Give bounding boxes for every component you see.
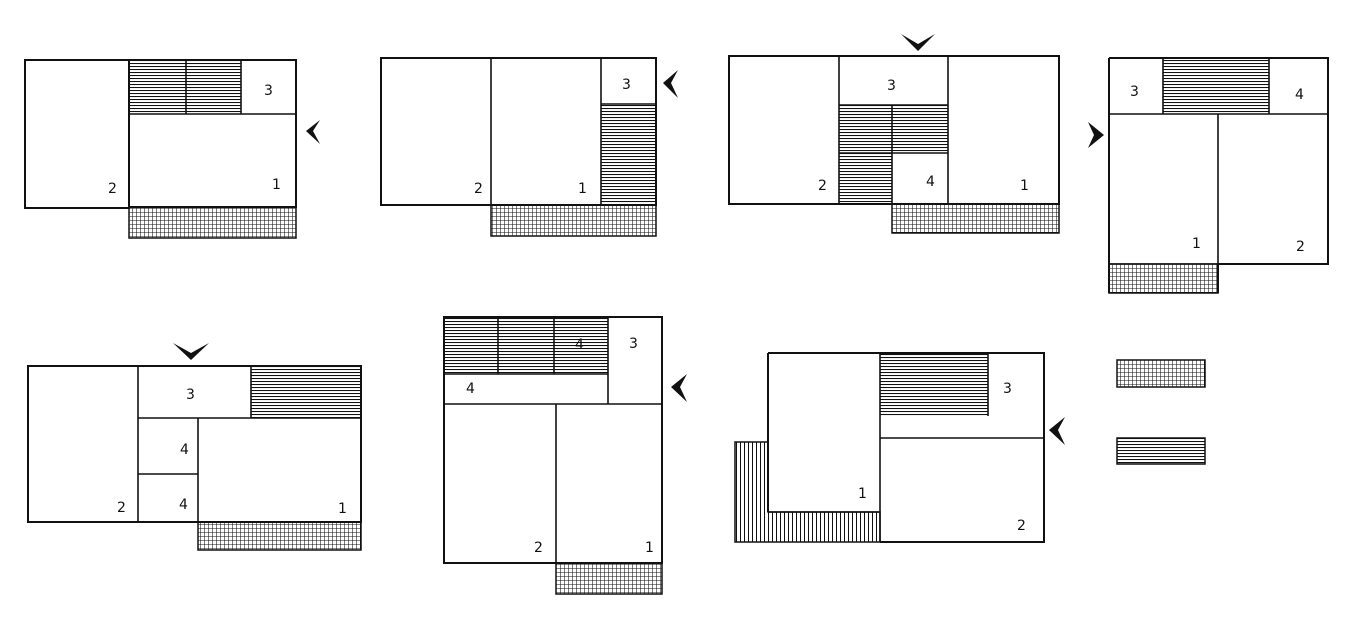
legend-swatch-grid-hatch: [1116, 359, 1206, 388]
plan-c-entry-arrow-icon: [901, 34, 935, 51]
plan-b-entry-arrow-icon: [663, 70, 678, 98]
plan-f-hatch-top: [444, 317, 608, 374]
plan-g-hatch-top: [880, 353, 988, 416]
plan-a-label-3: 3: [264, 83, 273, 99]
plan-b-label-3: 3: [622, 77, 631, 93]
plan-f-label-2: 2: [534, 540, 543, 556]
plan-c: 1 2 3 4: [728, 34, 1060, 234]
plan-e-outline: [27, 365, 362, 523]
plan-b: 1 2 3: [380, 57, 678, 237]
plan-c-hatch-mid: [839, 105, 948, 153]
plan-c-label-3: 3: [887, 78, 896, 94]
plan-a-entry-arrow-icon: [306, 120, 320, 144]
plan-e-hatch-top: [251, 366, 361, 418]
plan-b-label-2: 2: [474, 181, 483, 197]
plan-b-outline: [380, 57, 657, 206]
plan-e-label-3: 3: [186, 387, 195, 403]
plan-a-hatch-bottom: [128, 206, 297, 239]
plan-b-hatch-bottom: [490, 204, 657, 237]
legend: [1116, 359, 1206, 465]
plan-d-label-3: 3: [1130, 84, 1139, 100]
plan-a: 1 2 3: [24, 59, 320, 239]
plan-f-outline: [443, 316, 663, 564]
plan-g: 1 2 3: [734, 352, 1065, 543]
plan-d-outline: [1108, 57, 1329, 293]
plan-f-label-3: 3: [629, 336, 638, 352]
plan-f: 1 2 3 4 4: [443, 316, 687, 595]
plan-d-entry-arrow-icon: [1088, 122, 1104, 148]
plan-e-label-1: 1: [338, 501, 347, 517]
plan-d-hatch-bottom: [1108, 263, 1219, 294]
plan-g-outline: [767, 352, 1045, 543]
plan-a-label-2: 2: [108, 181, 117, 197]
plan-c-hatch-lower: [839, 153, 892, 204]
plan-c-label-4: 4: [926, 174, 935, 190]
plan-e: 1 2 3 4 4: [27, 343, 362, 551]
plan-d-label-4: 4: [1295, 87, 1304, 103]
plan-a-outline-main: [128, 59, 297, 208]
plan-d-label-1: 1: [1192, 236, 1201, 252]
plan-f-label-4b: 4: [466, 381, 475, 397]
plan-g-label-2: 2: [1017, 518, 1026, 534]
plan-d-hatch-top: [1163, 58, 1269, 114]
plan-e-label-4a: 4: [180, 442, 189, 458]
plan-f-label-4a: 4: [575, 337, 584, 353]
plan-e-label-4b: 4: [179, 497, 188, 513]
plan-a-hatch-top: [129, 60, 241, 114]
plan-g-label-3: 3: [1003, 381, 1012, 397]
legend-swatch-horizontal-hatch: [1116, 437, 1206, 465]
plan-e-label-2: 2: [117, 500, 126, 516]
plan-g-label-1: 1: [858, 486, 867, 502]
plan-f-hatch-bottom: [555, 562, 663, 595]
plan-c-label-1: 1: [1020, 178, 1029, 194]
plan-d-label-2: 2: [1296, 239, 1305, 255]
plan-e-entry-arrow-icon: [173, 343, 209, 360]
plan-b-hatch-right: [601, 104, 656, 205]
plan-d: 1 2 3 4: [1088, 57, 1329, 294]
plan-c-outline: [728, 55, 1060, 205]
plan-g-entry-arrow-icon: [1049, 417, 1065, 445]
plan-f-entry-arrow-icon: [671, 374, 687, 402]
plan-f-label-1: 1: [645, 540, 654, 556]
plan-c-label-2: 2: [818, 178, 827, 194]
plan-b-label-1: 1: [578, 181, 587, 197]
plan-a-label-1: 1: [272, 177, 281, 193]
plan-e-hatch-bottom: [197, 521, 362, 551]
plan-c-hatch-bottom: [891, 203, 1060, 234]
